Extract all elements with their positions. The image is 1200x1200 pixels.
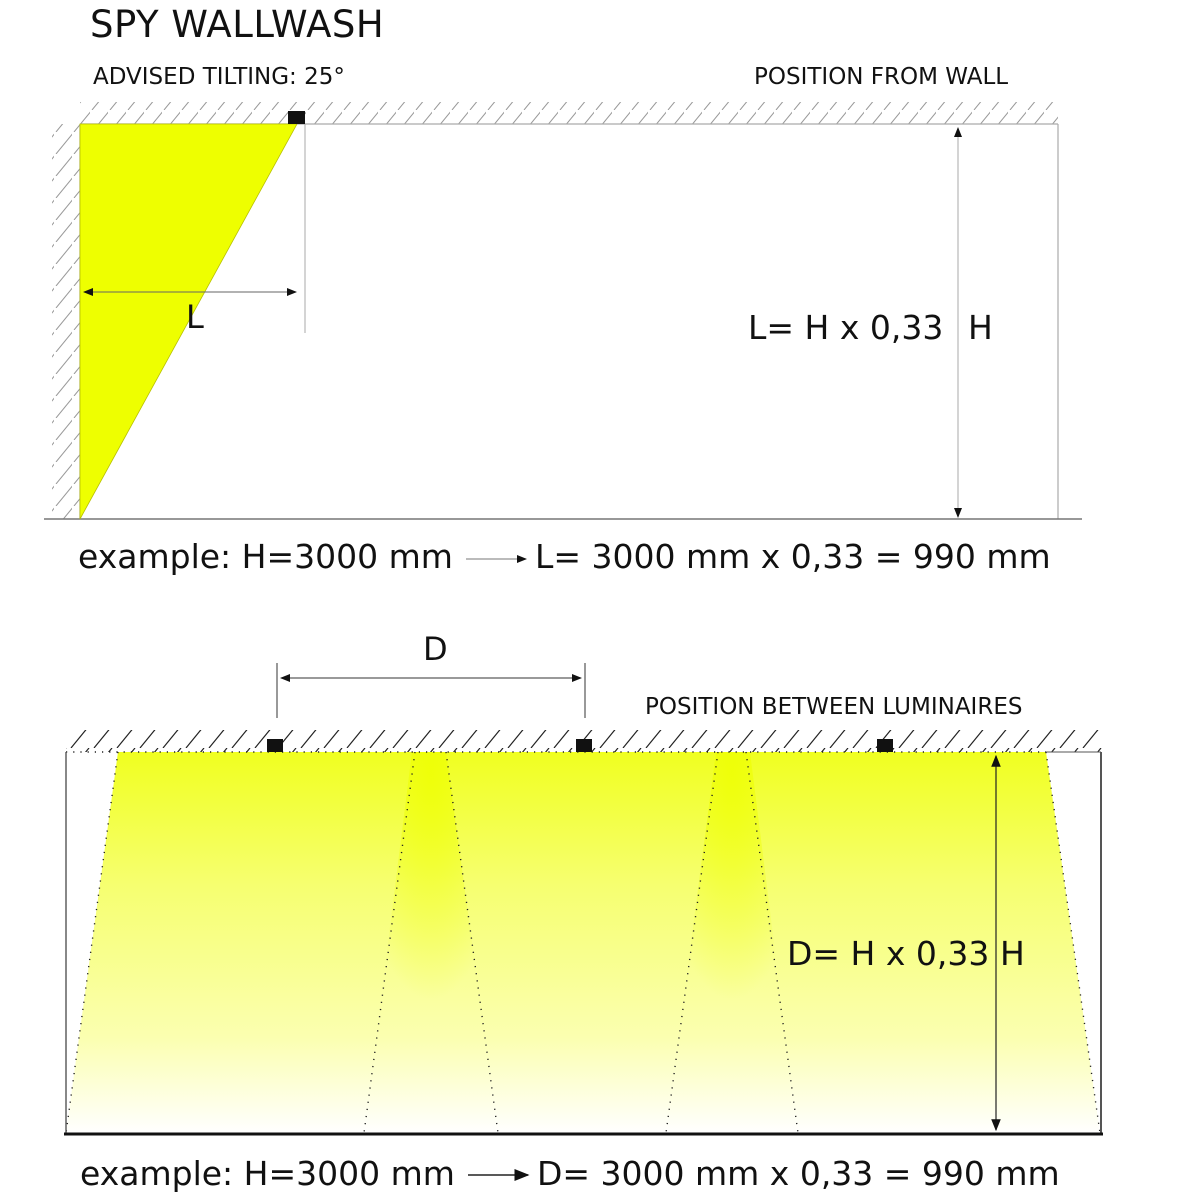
result-top: L= 3000 mm x 0,33 = 990 mm <box>535 537 1051 576</box>
bottom-diagram <box>64 663 1103 1181</box>
h-label-bottom: H <box>1000 934 1025 973</box>
section-label-between-luminaires: POSITION BETWEEN LUMINAIRES <box>645 694 1023 720</box>
wall-hatch <box>52 124 80 519</box>
tilting-label: ADVISED TILTING: 25° <box>93 64 345 90</box>
light-beams <box>66 752 1100 1133</box>
h-label-top: H <box>968 308 993 347</box>
light-beam <box>79 123 298 520</box>
example-bottom: example: H=3000 mm <box>80 1154 455 1193</box>
luminaire-3 <box>877 739 893 752</box>
luminaire <box>288 111 305 124</box>
ceiling-hatch <box>80 102 1058 124</box>
page-title: SPY WALLWASH <box>90 3 385 46</box>
luminaire-1 <box>267 739 283 752</box>
section-label-from-wall: POSITION FROM WALL <box>754 64 1009 90</box>
example-top: example: H=3000 mm <box>78 537 453 576</box>
l-dimension-label: L <box>186 298 204 336</box>
d-dimension-label: D <box>423 630 448 668</box>
luminaire-2 <box>576 739 592 752</box>
result-bottom: D= 3000 mm x 0,33 = 990 mm <box>537 1154 1060 1193</box>
formula-d: D= H x 0,33 <box>787 934 990 973</box>
top-diagram <box>44 102 1082 563</box>
formula-l: L= H x 0,33 <box>748 308 944 347</box>
